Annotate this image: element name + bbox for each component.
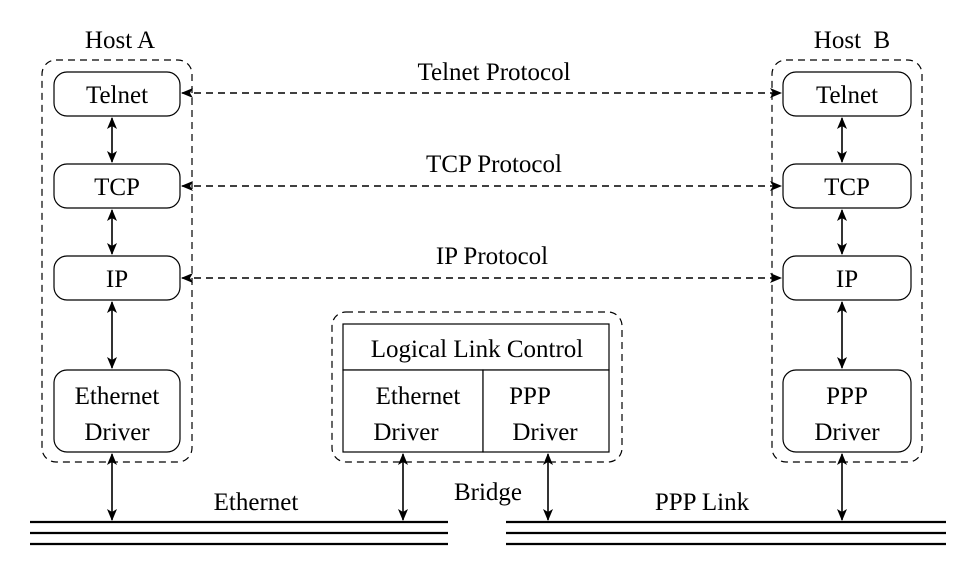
host-b-tcp-label: TCP — [824, 174, 870, 201]
host-b-title: Host B — [814, 27, 890, 54]
bridge-ethernet-driver-box — [342, 369, 484, 453]
bridge-ethernet-driver-line2: Driver — [373, 419, 439, 446]
bridge-ethernet-driver-line1: Ethernet — [376, 383, 461, 410]
host-a-title: Host A — [85, 27, 155, 54]
host-a-tcp-label: TCP — [94, 174, 140, 201]
host-b-ip-label: IP — [836, 266, 858, 293]
ethernet-network-label: Ethernet — [214, 489, 299, 516]
tcp-protocol-label: TCP Protocol — [426, 151, 562, 178]
bridge-llc-box — [342, 323, 610, 371]
host-b-ip-box — [782, 255, 912, 301]
ppp-link-cable — [506, 520, 946, 546]
bridge-ppp-driver-box — [482, 369, 610, 453]
host-b-telnet-box — [782, 71, 912, 117]
host-b-driver-box — [782, 369, 912, 453]
host-a-telnet-label: Telnet — [86, 82, 148, 109]
ip-protocol-label: IP Protocol — [436, 243, 548, 270]
host-b-boundary — [771, 59, 923, 463]
host-b-telnet-label: Telnet — [816, 82, 878, 109]
host-a-boundary — [41, 59, 193, 463]
telnet-protocol-label: Telnet Protocol — [417, 59, 570, 86]
bridge-llc-label: Logical Link Control — [371, 336, 584, 363]
bridge-ppp-driver-line1: PPP — [509, 383, 551, 410]
host-a-driver-line1: Ethernet — [75, 383, 160, 410]
ppp-link-network-label: PPP Link — [655, 489, 750, 516]
host-a-ip-label: IP — [106, 266, 128, 293]
host-a-driver-line2: Driver — [84, 419, 150, 446]
host-b-driver-line1: PPP — [826, 383, 868, 410]
host-a-driver-box — [53, 369, 181, 453]
bridge-title: Bridge — [454, 479, 522, 506]
host-b-driver-line2: Driver — [814, 419, 880, 446]
host-a-ip-box — [53, 255, 181, 301]
host-a-tcp-box — [53, 163, 181, 209]
host-b-tcp-box — [782, 163, 912, 209]
bridge-boundary — [331, 311, 623, 463]
bridge-ppp-driver-line2: Driver — [512, 419, 578, 446]
host-a-telnet-box — [53, 71, 181, 117]
ethernet-cable — [30, 520, 448, 546]
